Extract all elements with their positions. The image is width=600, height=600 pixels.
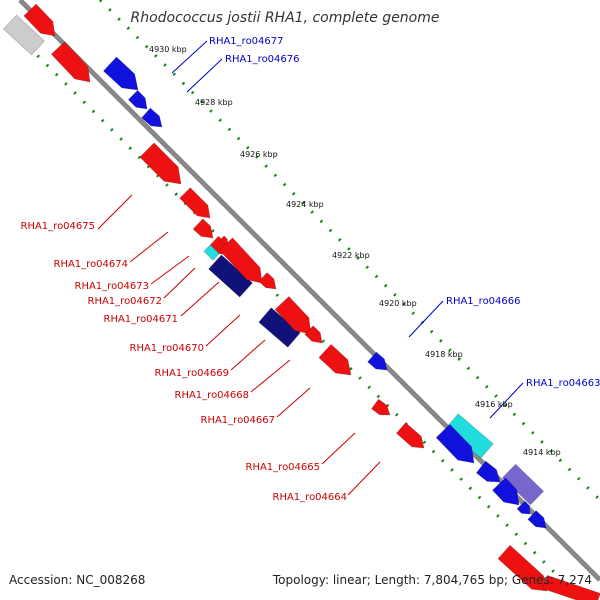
leader-line (129, 231, 169, 263)
ruler-tick-labels: 4930 kbp 4928 kbp 4926 kbp 4924 kbp 4922 kbp… (149, 45, 561, 457)
leader-line (276, 387, 311, 418)
gene-arrow-17[interactable] (274, 296, 312, 335)
gene-arrow-31[interactable] (542, 575, 600, 600)
gene-label[interactable]: RHA1_ro04674 (54, 259, 129, 270)
leader-line (230, 339, 266, 371)
gene-arrow-19[interactable] (318, 343, 352, 376)
gene-arrow-8[interactable] (179, 187, 211, 219)
leader-line (321, 432, 356, 465)
gene-arrow-1[interactable] (3, 14, 45, 56)
ruler-line-right (98, 0, 600, 502)
gene-label[interactable]: RHA1_ro04666 (446, 296, 521, 307)
gene-arrow-27[interactable] (492, 477, 520, 506)
gene-labels: RHA1_ro04675RHA1_ro04674RHA1_ro04673RHA1… (21, 36, 600, 503)
ruler-tick-label: 4918 kbp (425, 350, 463, 359)
ruler-tick-label: 4916 kbp (475, 400, 513, 409)
leader-line (186, 58, 223, 93)
gene-label[interactable]: RHA1_ro04671 (104, 314, 179, 325)
gene-arrow-5[interactable] (127, 89, 148, 110)
topology-label: Topology: linear; Length: 7,804,765 bp; … (272, 573, 592, 587)
gene-arrow-9[interactable] (192, 218, 214, 239)
gene-arrow-22[interactable] (395, 422, 425, 449)
gene-arrow-7[interactable] (139, 142, 182, 185)
ruler-tick-label: 4914 kbp (523, 448, 561, 457)
map-title: Rhodococcus jostii RHA1, complete genome (130, 10, 439, 26)
gene-arrow-16[interactable] (258, 307, 301, 348)
gene-label[interactable]: RHA1_ro04672 (88, 296, 163, 307)
leader-line (408, 300, 444, 338)
gene-arrow-6[interactable] (141, 107, 163, 128)
leader-line (150, 255, 190, 285)
ruler-tick-label: 4920 kbp (379, 299, 417, 308)
leader-line (489, 382, 524, 419)
gene-arrow-4[interactable] (103, 56, 139, 91)
gene-arrow-14[interactable] (218, 237, 263, 284)
leader-line (180, 281, 220, 317)
ruler-tick-label: 4922 kbp (332, 251, 370, 260)
gene-arrow-29[interactable] (527, 510, 547, 529)
gene-arrow-2[interactable] (23, 3, 56, 37)
gene-label[interactable]: RHA1_ro04676 (225, 54, 300, 65)
leader-line (205, 314, 241, 347)
gene-arrow-23[interactable] (445, 413, 494, 459)
gene-arrow-12[interactable] (203, 244, 220, 261)
gene-label[interactable]: RHA1_ro04668 (175, 390, 250, 401)
label-leader-lines (97, 40, 524, 496)
gene-arrow-15[interactable] (258, 272, 277, 290)
ruler-tick-label: 4928 kbp (195, 98, 233, 107)
gene-label[interactable]: RHA1_ro04677 (209, 36, 284, 47)
leader-line (250, 359, 291, 393)
leader-line (171, 40, 208, 74)
gene-label[interactable]: RHA1_ro04663 (526, 378, 600, 389)
gene-arrow-28[interactable] (516, 500, 531, 515)
accession-label: Accession: NC_008268 (9, 573, 146, 587)
ruler-tick-label: 4930 kbp (149, 45, 187, 54)
gene-label[interactable]: RHA1_ro04664 (273, 492, 348, 503)
gene-arrow-24[interactable] (435, 423, 475, 464)
gene-arrow-21[interactable] (371, 398, 391, 416)
gene-arrow-20[interactable] (367, 351, 388, 371)
leader-line (163, 267, 196, 299)
gene-track (3, 3, 600, 600)
gene-arrow-13[interactable] (208, 254, 253, 298)
ruler-tick-label: 4924 kbp (286, 200, 324, 209)
gene-arrow-11[interactable] (219, 235, 229, 245)
gene-label[interactable]: RHA1_ro04665 (246, 462, 321, 473)
gene-arrow-3[interactable] (50, 41, 91, 83)
gene-label[interactable]: RHA1_ro04670 (130, 343, 205, 354)
leader-line (97, 194, 133, 230)
gene-label[interactable]: RHA1_ro04675 (21, 221, 96, 232)
leader-line (347, 461, 381, 496)
gene-arrow-25[interactable] (475, 460, 501, 483)
gene-label[interactable]: RHA1_ro04673 (75, 281, 150, 292)
gene-label[interactable]: RHA1_ro04669 (155, 368, 230, 379)
gene-arrow-26[interactable] (501, 463, 545, 506)
gene-label[interactable]: RHA1_ro04667 (201, 415, 276, 426)
gene-arrow-18[interactable] (304, 325, 323, 344)
ruler-tick-label: 4926 kbp (240, 150, 278, 159)
